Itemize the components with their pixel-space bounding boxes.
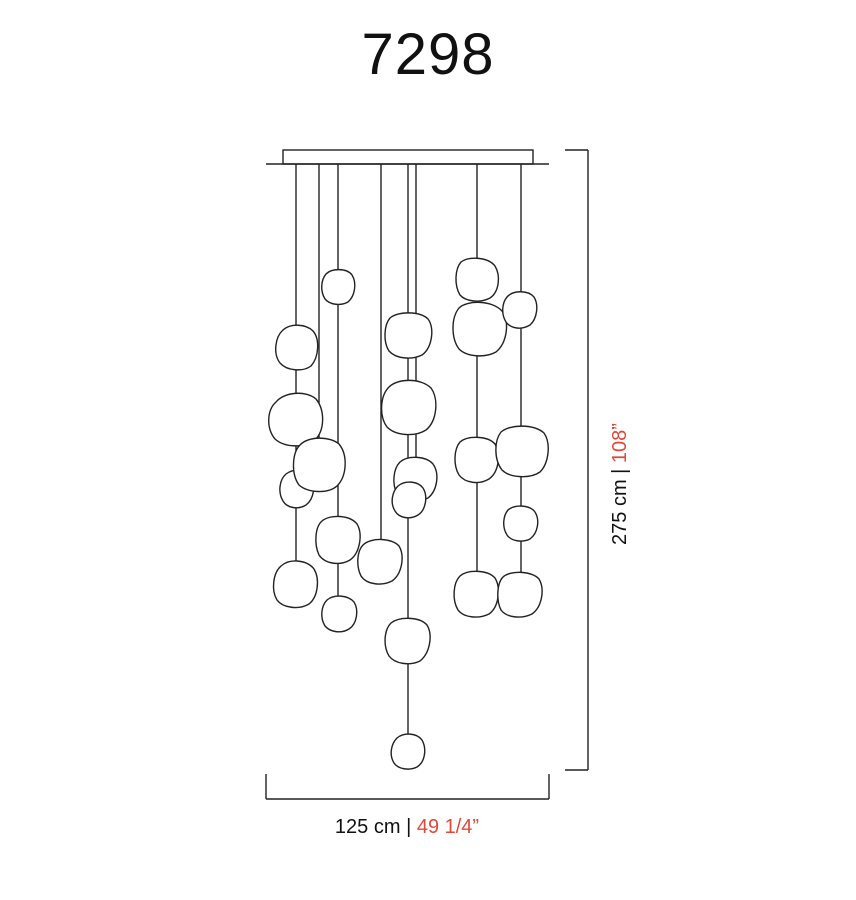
glass-pendant [292, 437, 346, 493]
height-dimension-line [565, 149, 589, 771]
glass-pendant [272, 560, 319, 609]
glass-pendant [384, 617, 431, 665]
glass-pendant [391, 481, 427, 519]
height-metric: 275 cm [609, 479, 631, 545]
glass-pendants [268, 257, 549, 770]
product-title: 7298 [361, 22, 495, 87]
glass-pendant [503, 505, 539, 542]
glass-pendant [454, 436, 500, 484]
glass-pendant [455, 257, 500, 302]
glass-pendant [390, 733, 426, 770]
ceiling-canopy [266, 149, 549, 165]
width-metric: 125 cm [335, 816, 401, 838]
height-separator: | [609, 469, 631, 474]
glass-pendant [495, 425, 549, 478]
glass-pendant [453, 570, 500, 618]
glass-pendant [380, 379, 437, 436]
width-dimension-label: 125 cm | 49 1/4” [335, 816, 479, 838]
height-imperial: 108” [609, 423, 631, 463]
glass-pendant [357, 538, 403, 585]
glass-pendant [384, 312, 433, 359]
width-imperial: 49 1/4” [417, 816, 479, 838]
width-dimension-line [265, 774, 550, 800]
height-dimension-label: 275 cm | 108” [609, 423, 631, 545]
glass-pendant [315, 515, 361, 565]
glass-pendant [275, 324, 319, 371]
glass-pendant [321, 595, 358, 633]
glass-pendant [452, 301, 508, 357]
glass-pendant [502, 291, 538, 329]
width-separator: | [406, 816, 411, 838]
glass-pendant [497, 571, 543, 618]
glass-pendant [321, 268, 356, 306]
